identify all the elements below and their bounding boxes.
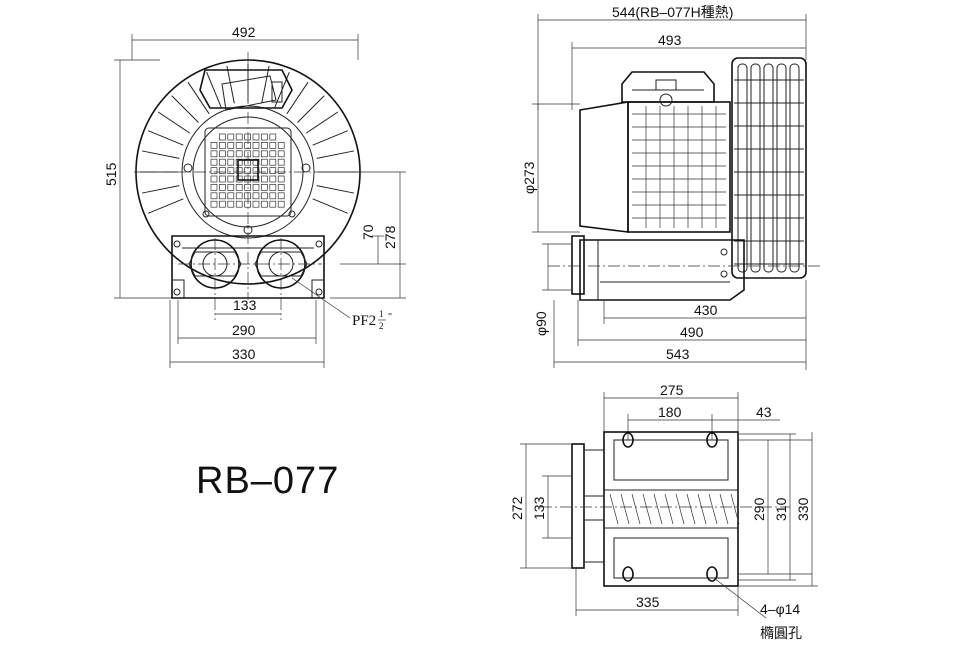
dim-180: 180 xyxy=(658,404,682,420)
svg-text:2: 2 xyxy=(379,321,384,331)
svg-text:": " xyxy=(388,312,392,323)
dim-543: 543 xyxy=(666,346,690,362)
dim-275: 275 xyxy=(660,382,684,398)
dim-335: 335 xyxy=(636,594,660,610)
model-label: RB–077 xyxy=(196,460,339,502)
dim-310: 310 xyxy=(773,497,789,521)
hole-callout: 4–φ14 xyxy=(760,601,800,617)
hole-note: 橢圓孔 xyxy=(760,625,802,641)
dim-phi90: φ90 xyxy=(533,311,549,336)
dim-43: 43 xyxy=(756,404,772,420)
front-view: 492 515 xyxy=(103,24,406,368)
dim-515: 515 xyxy=(103,162,119,186)
dim-278: 278 xyxy=(382,225,398,249)
dim-492: 492 xyxy=(232,24,256,40)
dim-330: 330 xyxy=(232,346,256,362)
dim-430: 430 xyxy=(694,302,718,318)
dim-290-base: 290 xyxy=(751,497,767,521)
dim-133-base: 133 xyxy=(531,496,547,520)
side-view: 544(RB–077H種熱) 493 φ273 φ90 xyxy=(521,4,820,370)
dim-490: 490 xyxy=(680,324,704,340)
dim-phi273: φ273 xyxy=(521,161,537,194)
svg-text:1: 1 xyxy=(379,309,384,319)
dim-544: 544(RB–077H種熱) xyxy=(612,4,733,20)
port-thread-label: PF2 1 2 " xyxy=(352,309,392,331)
dim-272: 272 xyxy=(509,496,525,520)
dim-493: 493 xyxy=(658,32,682,48)
svg-text:PF2: PF2 xyxy=(352,313,376,329)
dim-70: 70 xyxy=(360,224,376,240)
dim-290: 290 xyxy=(232,322,256,338)
dim-133: 133 xyxy=(233,297,257,313)
base-view: 275 180 43 272 133 xyxy=(509,382,818,641)
dim-330-base: 330 xyxy=(795,497,811,521)
